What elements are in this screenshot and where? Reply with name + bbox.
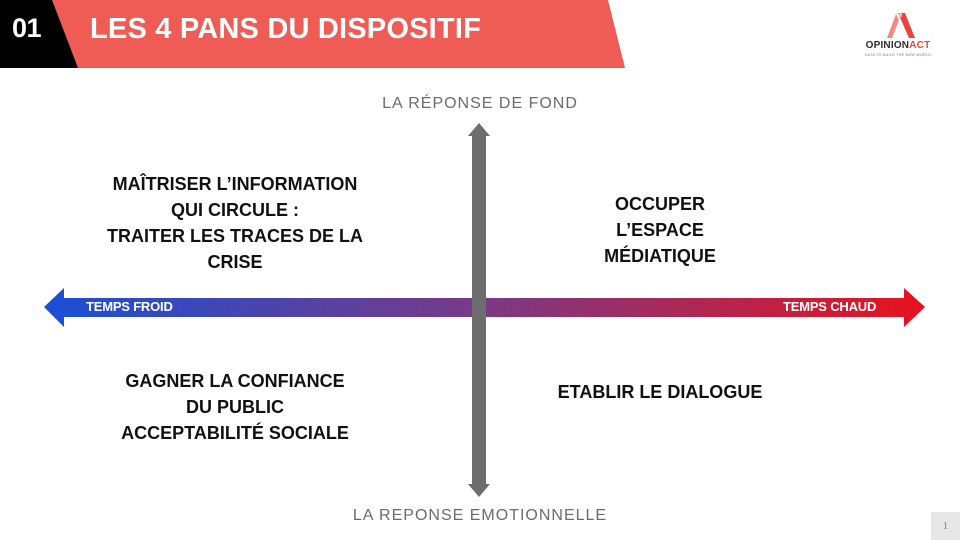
quadrant-line: L’ESPACE <box>616 220 704 240</box>
page-number-box: 1 <box>931 512 960 540</box>
quadrant-line: OCCUPER <box>614 194 705 214</box>
quadrant-line: QUI CIRCULE : <box>171 200 299 220</box>
quadrant-line: TRAITER LES TRACES DE LA <box>106 226 363 246</box>
logo-wordmark: OPINIONACT <box>858 40 938 51</box>
number-badge-bg <box>0 0 78 68</box>
banner-shapes <box>0 0 625 68</box>
logo-tagline: DATA TO BUILD THE NEW WORLD <box>864 53 932 57</box>
quadrant-line: GAGNER LA CONFIANCE <box>125 371 345 391</box>
quadrant-line: CRISE <box>207 252 263 272</box>
quadrant-line: MÉDIATIQUE <box>604 246 716 266</box>
vertical-axis-top-label: LA RÉPONSE DE FOND <box>382 95 578 112</box>
logo-mark-icon <box>887 13 915 38</box>
quadrant-line: DU PUBLIC <box>186 397 284 417</box>
opinionact-logo: OPINIONACT DATA TO BUILD THE NEW WORLD <box>858 10 938 62</box>
vertical-axis-arrow <box>468 123 490 497</box>
logo-name-accent: ACT <box>909 40 931 51</box>
vertical-axis-bottom-label: LA REPONSE EMOTIONNELLE <box>352 507 608 524</box>
page-title: LES 4 PANS DU DISPOSITIF <box>90 13 481 45</box>
quadrant-line: ETABLIR LE DIALOGUE <box>557 382 763 402</box>
page-number: 1 <box>943 521 948 532</box>
quadrant-bottom-left: GAGNER LA CONFIANCE DU PUBLIC ACCEPTABIL… <box>80 368 390 446</box>
temps-froid-label: TEMPS FROID <box>86 299 173 314</box>
quadrant-top-left: MAÎTRISER L’INFORMATION QUI CIRCULE : TR… <box>70 171 400 275</box>
section-number: 01 <box>12 13 42 43</box>
quadrant-line: MAÎTRISER L’INFORMATION <box>112 174 358 194</box>
logo-name-main: OPINION <box>865 40 910 51</box>
quadrant-line: ACCEPTABILITÉ SOCIALE <box>121 423 349 443</box>
title-banner-bg <box>50 0 625 68</box>
quadrant-bottom-right: ETABLIR LE DIALOGUE <box>520 379 800 405</box>
temps-chaud-label: TEMPS CHAUD <box>783 299 877 314</box>
title-banner: 01 LES 4 PANS DU DISPOSITIF <box>0 0 960 68</box>
quadrant-top-right: OCCUPER L’ESPACE MÉDIATIQUE <box>540 191 780 269</box>
